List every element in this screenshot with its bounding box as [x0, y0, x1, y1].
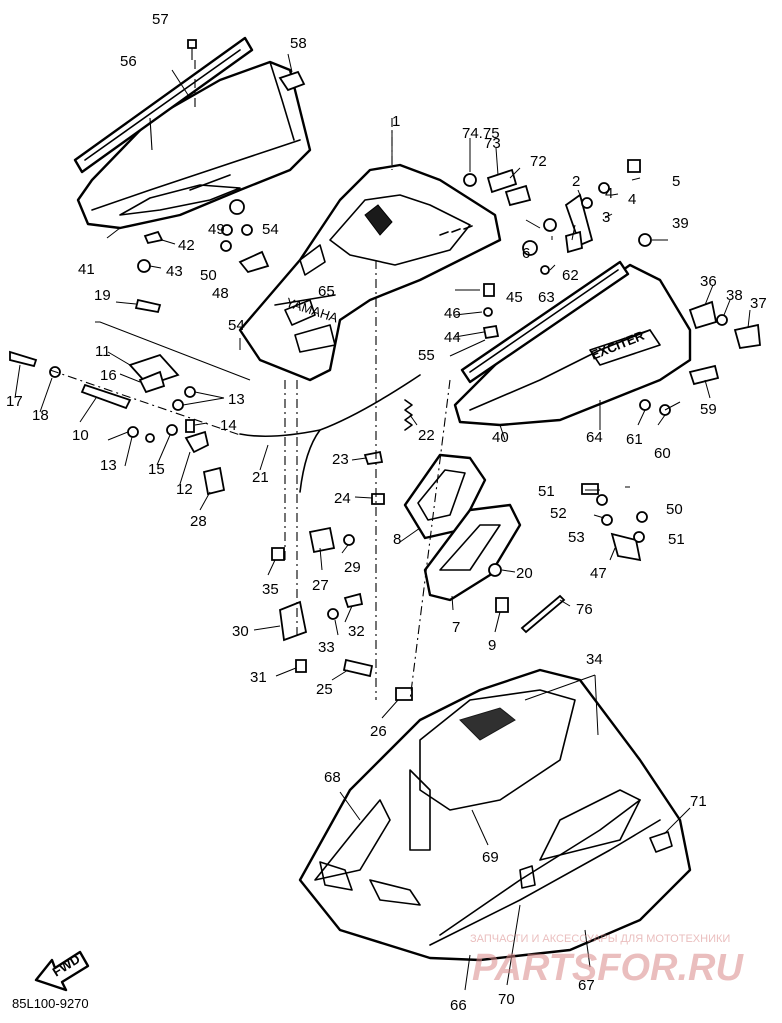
part-number-label: 4 — [605, 185, 613, 202]
hood-upper: YAMAHA — [238, 163, 502, 382]
part-number-label: 7 — [452, 619, 460, 636]
part-number-label: 74.75 — [462, 125, 500, 142]
part-number-label: 4 — [628, 191, 636, 208]
part-number-label: 30 — [232, 623, 249, 640]
part-number-label: 14 — [220, 417, 237, 434]
part-number-label: 58 — [290, 35, 307, 52]
air-duct — [403, 453, 522, 602]
watermark: ЗАПЧАСТИ И АКСЕССУАРЫ ДЛЯ МОТОТЕХНИКИ PA… — [470, 933, 744, 989]
part-number-label: 36 — [700, 273, 717, 290]
part-number-label: 44 — [444, 329, 461, 346]
part-number-label: 18 — [32, 407, 49, 424]
part-number-label: 50 — [666, 501, 683, 518]
part-number-label: 67 — [578, 977, 595, 994]
part-number-label: 33 — [318, 639, 335, 656]
part-number-label: 61 — [626, 431, 643, 448]
part-number-label: 25 — [316, 681, 333, 698]
side-cover-left — [73, 36, 312, 230]
watermark-text: ЗАПЧАСТИ И АКСЕССУАРЫ ДЛЯ МОТОТЕХНИКИ — [470, 933, 730, 945]
part-number-label: 63 — [538, 289, 555, 306]
part-number-label: 13 — [228, 391, 245, 408]
part-number-label: 73 — [484, 135, 501, 152]
part-number-label: 57 — [152, 11, 169, 28]
part-number-label: 34 — [586, 651, 603, 668]
part-number-label: 76 — [576, 601, 593, 618]
part-number-label: 55 — [418, 347, 435, 364]
small-parts — [9, 39, 761, 701]
part-number-label: 3 — [602, 209, 610, 226]
part-number-label: 1 — [392, 113, 400, 130]
part-number-label: 64 — [586, 429, 603, 446]
part-number-label: 48 — [212, 285, 229, 302]
leader-lines — [14, 53, 751, 991]
part-number-label: 52 — [550, 505, 567, 522]
part-number-label: 54 — [262, 221, 279, 238]
part-number-label: 16 — [100, 367, 117, 384]
part-number-label: 46 — [444, 305, 461, 322]
part-number-label: 26 — [370, 723, 387, 740]
part-number-label: 62 — [562, 267, 579, 284]
part-number-label: 65 — [318, 283, 335, 300]
part-number-label: 23 — [332, 451, 349, 468]
part-number-label: 69 — [482, 849, 499, 866]
part-number-label: 56 — [120, 53, 137, 70]
part-number-label: 21 — [252, 469, 269, 486]
part-number-label: 40 — [492, 429, 509, 446]
part-number-label: 31 — [250, 669, 267, 686]
part-number-label: 29 — [344, 559, 361, 576]
part-number-label: 13 — [100, 457, 117, 474]
watermark-logo: PARTSFOR.RU — [472, 947, 744, 989]
hood-lower — [298, 668, 692, 962]
part-number-label: 70 — [498, 991, 515, 1008]
part-number-label: 32 — [348, 623, 365, 640]
part-number-label: 20 — [516, 565, 533, 582]
part-number-label: 41 — [78, 261, 95, 278]
part-number-label: 51 — [668, 531, 685, 548]
part-number-label: 27 — [312, 577, 329, 594]
part-number-label: 54 — [228, 317, 245, 334]
part-number-label: 43 — [166, 263, 183, 280]
part-number-label: 2 — [572, 173, 580, 190]
part-number-label: 68 — [324, 769, 341, 786]
part-number-label: 66 — [450, 997, 467, 1014]
part-number-label: 5 — [672, 173, 680, 190]
part-number-label: 24 — [334, 490, 351, 507]
assembly-lines — [49, 60, 451, 701]
part-number-label: 15 — [148, 461, 165, 478]
part-number-label: 71 — [690, 793, 707, 810]
part-number-label: 47 — [590, 565, 607, 582]
part-number-label: 49 — [208, 221, 225, 238]
diagram-code: 85L100-9270 — [12, 996, 89, 1011]
part-number-label: 22 — [418, 427, 435, 444]
part-number-label: 11 — [95, 343, 111, 360]
part-number-label: 12 — [176, 481, 193, 498]
part-number-label: 38 — [726, 287, 743, 304]
part-number-label: 9 — [488, 637, 496, 654]
part-number-label: 28 — [190, 513, 207, 530]
part-number-label: 72 — [530, 153, 547, 170]
part-number-label: 53 — [568, 529, 585, 546]
part-number-label: 10 — [72, 427, 89, 444]
part-number-label: 51 — [538, 483, 555, 500]
part-number-label: 42 — [178, 237, 195, 254]
part-number-label: 45 — [506, 289, 523, 306]
part-number-label: 60 — [654, 445, 671, 462]
part-number-label: 35 — [262, 581, 279, 598]
part-number-label: 37 — [750, 295, 767, 312]
part-number-label: 8 — [393, 531, 401, 548]
part-number-label: 59 — [700, 401, 717, 418]
part-number-label: 17 — [6, 393, 23, 410]
part-number-label: 6 — [522, 245, 530, 262]
forward-arrow-icon: FWD — [34, 950, 90, 992]
part-number-label: 50 — [200, 267, 217, 284]
part-number-label: 39 — [672, 215, 689, 232]
part-number-label: 19 — [94, 287, 111, 304]
